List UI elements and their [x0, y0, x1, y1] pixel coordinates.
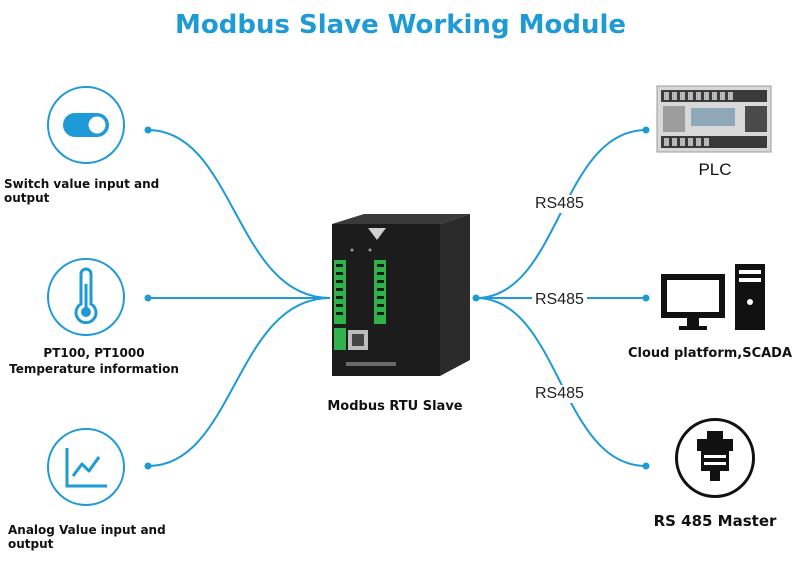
rs485-label-cloud: RS485 — [532, 291, 587, 309]
master-circle — [675, 418, 755, 498]
wire-analog — [147, 297, 331, 467]
temperature-label-line1: PT100, PT1000 — [43, 346, 145, 360]
switch-label: Switch value input and output — [4, 177, 160, 205]
page-title: Modbus Slave Working Module — [174, 10, 627, 40]
io-module-device — [332, 214, 470, 376]
thermometer-icon — [74, 267, 98, 325]
rs485-label-master: RS485 — [532, 385, 587, 403]
wire-plc — [475, 129, 647, 299]
rs485-label-plc: RS485 — [532, 195, 587, 213]
master-label: RS 485 Master — [653, 512, 777, 530]
cloud-label: Cloud platform,SCADA — [627, 346, 793, 361]
computer-icon — [661, 264, 765, 330]
center-device-label: Modbus RTU Slave — [327, 399, 463, 414]
toggle-switch-icon — [63, 113, 109, 137]
temperature-circle — [47, 258, 125, 336]
plc-icon — [656, 85, 772, 153]
temperature-label-line2: Temperature information — [9, 362, 179, 376]
wire-switch — [147, 129, 331, 299]
serial-connector-icon — [697, 431, 733, 481]
line-chart-icon — [65, 448, 107, 488]
plc-label: PLC — [698, 160, 732, 179]
wire-master — [475, 297, 647, 467]
analog-circle — [47, 428, 125, 506]
switch-circle — [47, 86, 125, 164]
analog-label: Analog Value input and output — [8, 523, 166, 551]
